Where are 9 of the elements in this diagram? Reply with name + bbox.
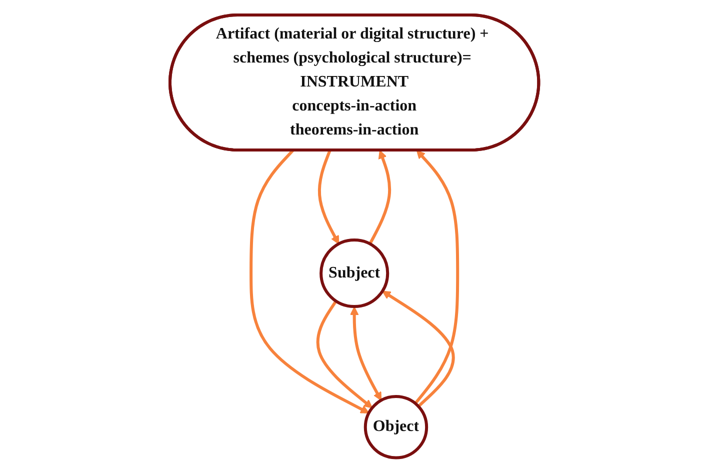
arrow	[414, 150, 460, 404]
arrow	[316, 300, 373, 408]
arrow	[368, 150, 392, 244]
node-circle: Subject	[320, 238, 390, 308]
arrow	[318, 150, 340, 244]
arrow	[350, 306, 382, 400]
arrow	[250, 149, 370, 414]
node-circle: Object	[364, 394, 428, 459]
arrow	[382, 290, 455, 408]
